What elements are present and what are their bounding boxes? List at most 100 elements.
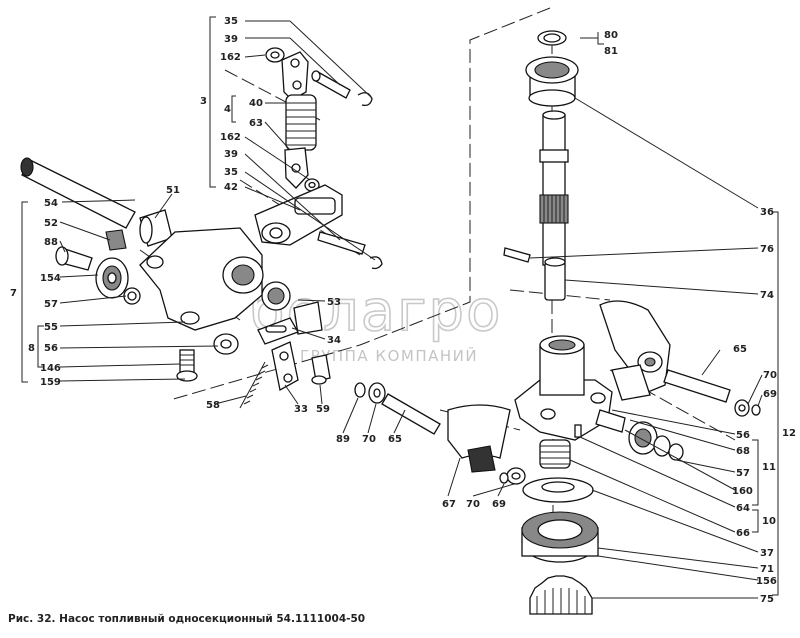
callout-80: 80 (604, 30, 618, 41)
part-spring-58 (239, 361, 269, 409)
part-pin-76 (503, 247, 531, 263)
callout-70: 70 (362, 434, 376, 445)
part-ring-69-lower (499, 472, 509, 484)
part-ring-69-right (751, 404, 761, 416)
part-bearing-57-right (628, 421, 684, 461)
callout-70-lower: 70 (466, 499, 480, 510)
part-bracket-4 (281, 51, 309, 101)
callout-162: 162 (220, 52, 241, 63)
part-ring-57-left (123, 287, 141, 305)
part-bolt-88 (55, 246, 93, 271)
part-pin-64 (574, 424, 582, 438)
part-pump-body-right (514, 335, 613, 441)
part-plug-52 (105, 229, 127, 251)
part-plunger-tip-74 (544, 257, 566, 301)
callout-67: 67 (442, 499, 456, 510)
part-segment-67 (447, 404, 511, 473)
callout-66: 66 (736, 528, 750, 539)
callout-11: 11 (762, 462, 776, 473)
figure-caption: Рис. 32. Насос топливный односекционный … (8, 613, 365, 625)
part-bearing-154 (95, 257, 129, 299)
callout-39-lower: 39 (224, 149, 238, 160)
part-spring-68 (539, 439, 571, 469)
part-shaft-65-center (381, 393, 441, 435)
part-shaft-65-right (663, 369, 731, 403)
callout-65: 65 (388, 434, 402, 445)
callout-68: 68 (736, 446, 750, 457)
callout-39: 39 (224, 34, 238, 45)
callout-42: 42 (224, 182, 238, 193)
part-gasket-34 (257, 317, 299, 345)
callout-89: 89 (336, 434, 350, 445)
part-bearing-71 (521, 511, 599, 563)
callout-69: 69 (492, 499, 506, 510)
callout-36: 36 (760, 207, 774, 218)
part-pin-39-lower (317, 231, 366, 255)
callout-7: 7 (10, 288, 17, 299)
callout-56-right: 56 (736, 430, 750, 441)
callout-59: 59 (316, 404, 330, 415)
callout-162-lower: 162 (220, 132, 241, 143)
part-pump-housing-left (139, 227, 264, 331)
callout-58: 58 (206, 400, 220, 411)
part-axle-56 (213, 333, 239, 355)
callout-35-lower: 35 (224, 167, 238, 178)
callout-57-right: 57 (736, 468, 750, 479)
part-pin-39-upper (311, 70, 351, 99)
watermark-sub: ГРУППА КОМПАНИЙ (300, 346, 478, 365)
callout-74: 74 (760, 290, 774, 301)
callout-63: 63 (249, 118, 263, 129)
callout-64: 64 (736, 503, 750, 514)
part-lever-42 (254, 184, 343, 246)
part-sleeve-36 (525, 56, 579, 107)
part-washer-70-center (368, 382, 386, 404)
part-circlip-35-lower (369, 256, 383, 270)
callout-154: 154 (40, 273, 61, 284)
callout-54: 54 (44, 198, 58, 209)
callout-33: 33 (294, 404, 308, 415)
leader-lines (59, 20, 763, 599)
callout-57: 57 (44, 299, 58, 310)
callout-88: 88 (44, 237, 58, 248)
part-roller-53 (261, 281, 323, 335)
part-lever-right (599, 300, 671, 401)
group-brackets (21, 16, 779, 596)
callout-51: 51 (166, 185, 180, 196)
part-disc-37 (522, 477, 594, 503)
part-gear-75 (529, 575, 593, 615)
part-seal-80 (537, 30, 567, 46)
part-circlip-35-upper (357, 92, 373, 107)
part-spring-40 (285, 94, 317, 151)
part-washer-162-upper (265, 47, 285, 63)
callout-156: 156 (756, 576, 777, 587)
callout-75: 75 (760, 594, 774, 605)
callout-76: 76 (760, 244, 774, 255)
callout-12: 12 (782, 428, 796, 439)
callout-37: 37 (760, 548, 774, 559)
callout-labels: 35 39 162 3 4 40 63 162 39 35 42 54 51 5… (10, 16, 796, 605)
part-plate-33 (271, 341, 299, 392)
callout-52: 52 (44, 218, 58, 229)
part-screw-146 (176, 349, 198, 382)
callout-10: 10 (762, 516, 776, 527)
part-washer-70-lower (506, 467, 526, 485)
callout-81: 81 (604, 46, 618, 57)
callout-69-right: 69 (763, 389, 777, 400)
callout-70-right: 70 (763, 370, 777, 381)
part-bushing-160 (595, 409, 626, 433)
callout-71: 71 (760, 564, 774, 575)
part-washer-70-right (734, 399, 750, 417)
callout-3: 3 (200, 96, 207, 107)
part-plunger-shaft (539, 110, 569, 266)
callout-55: 55 (44, 322, 58, 333)
part-bracket-63 (284, 147, 309, 189)
callout-35: 35 (224, 16, 238, 27)
callout-8: 8 (28, 343, 35, 354)
callout-159: 159 (40, 377, 61, 388)
part-pin-59-left (311, 354, 331, 385)
part-ring-89 (354, 382, 366, 398)
callout-65-right: 65 (733, 344, 747, 355)
callout-160: 160 (732, 486, 753, 497)
